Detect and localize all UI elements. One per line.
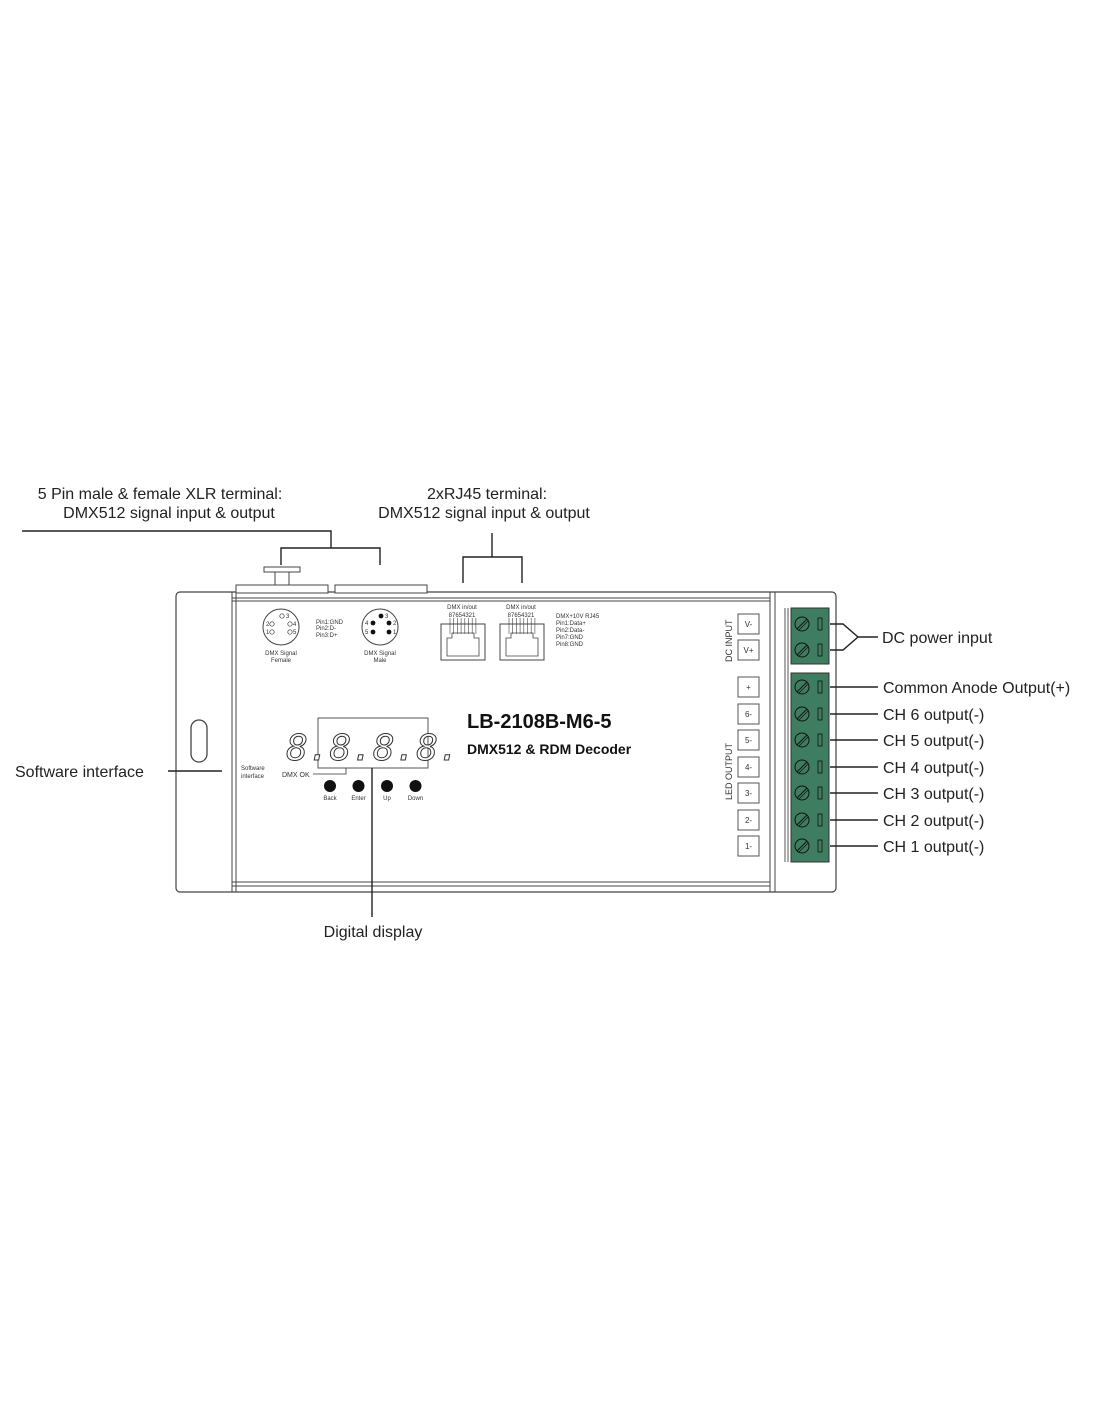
software-label-2: interface [241,774,265,780]
button-back[interactable] [324,780,336,792]
display-digits: 8.8.8.8. [286,728,459,769]
digital-display-callout: Digital display [324,924,423,941]
dmx-ok-label: DMX OK [282,772,310,779]
led-terminal-common-screw-icon[interactable] [794,679,810,695]
led-terminal-ch1-label-box [737,835,760,857]
dc-power-callout: DC power input [882,630,993,647]
dc-input-label: DC INPUT [724,619,734,662]
dmx-ok-leader [313,768,347,775]
output-callout-2: CH 5 output(-) [883,733,984,750]
led-terminal-ch4-screw-icon[interactable] [794,759,810,775]
digital-display [317,717,429,769]
output-callout-3: CH 4 output(-) [883,760,984,777]
device-housing [175,566,837,893]
svg-text:4: 4 [293,622,297,628]
dc-terminal-v-minus-label: V- [745,620,753,629]
output-callout-5: CH 2 output(-) [883,813,984,830]
software-interface-port[interactable] [190,719,208,763]
led-terminal-ch3-label-box [737,782,760,804]
rj45-callout-line1: 2xRJ45 terminal: [427,486,547,503]
led-output-label: LED OUTPUT [724,742,734,800]
xlr-callout-line1: 5 Pin male & female XLR terminal: [38,486,283,503]
xlr-pinout-1: Pin1:GND [316,620,344,626]
led-terminal-ch6-label-box [737,703,760,725]
button-down[interactable] [409,780,422,792]
rj45-pinout-5: Pin8:GND [556,642,584,648]
output-callout-6: CH 1 output(-) [883,839,984,856]
xlr-male-label-1: DMX Signal [364,651,396,657]
led-terminal-ch4-label-box [737,756,760,778]
dc-leader-line [830,623,878,651]
xlr-leader-line [22,530,381,565]
dc-terminal-v-minus-screw-icon[interactable] [794,616,810,632]
led-terminal-ch4-label: 4- [745,763,752,772]
led-terminal-ch2-screw-icon[interactable] [794,812,810,828]
software-interface-callout: Software interface [15,764,144,781]
rj45-1-pins: 87654321 [449,613,476,619]
output-callout-1: CH 6 output(-) [883,707,984,724]
rj45-pinout-1: DMX+10V RJ45 [556,614,600,620]
button-label-up: Up [383,796,391,802]
rj45-pinout-2: Pin1:Data+ [556,621,586,627]
led-terminal-ch2-label: 2- [745,816,752,825]
software-label-1: Software [241,766,265,772]
dc-terminal-v-minus-label-box [737,613,760,635]
svg-text:1: 1 [266,630,270,636]
svg-text:3: 3 [286,614,290,620]
button-label-back: Back [323,796,337,802]
led-terminal-ch3-screw-icon[interactable] [794,785,810,801]
rj45-port-2[interactable] [499,618,545,661]
led-terminal-ch6-label: 6- [745,710,752,719]
rj45-leader-line [462,533,523,583]
rj45-2-label: DMX in/out [506,605,536,611]
rj45-pinout-3: Pin2:Data- [556,628,584,634]
xlr-pinout-3: Pin3:D+ [316,633,338,639]
svg-text:5: 5 [365,630,369,636]
led-terminal-common-label: + [746,683,751,692]
button-up[interactable] [381,780,393,792]
svg-text:2: 2 [393,621,397,627]
button-label-enter: Enter [351,796,365,802]
svg-text:2: 2 [266,622,270,628]
rj45-callout-line2: DMX512 signal input & output [378,505,590,522]
dc-terminal-v-plus-label-box [737,639,760,661]
svg-text:4: 4 [365,621,369,627]
led-terminal-ch6-screw-icon[interactable] [794,706,810,722]
svg-text:5: 5 [293,630,297,636]
led-terminal-ch1-label: 1- [745,842,752,851]
svg-text:1: 1 [393,630,397,636]
xlr-male-label-2: Male [373,658,387,664]
xlr-pinout-2: Pin2:D- [316,626,336,632]
xlr-female-label-2: Female [271,658,292,664]
output-callout-4: CH 3 output(-) [883,786,984,803]
button-enter[interactable] [352,780,365,792]
svg-text:3: 3 [385,614,389,620]
led-terminal-common-label-box [737,676,760,698]
rj45-2-pins: 87654321 [508,613,535,619]
xlr-male-connector[interactable]: 3 4 2 5 1 [361,608,399,646]
rj45-port-1[interactable] [440,618,486,661]
device-subtitle: DMX512 & RDM Decoder [467,741,632,757]
rj45-pinout-4: Pin7:GND [556,635,584,641]
led-terminal-ch5-label: 5- [745,736,752,745]
model-name: LB-2108B-M6-5 [467,711,611,733]
led-terminal-ch3-label: 3- [745,789,752,798]
button-label-down: Down [408,796,423,802]
led-terminal-ch5-label-box [737,729,760,751]
dc-terminal-block [790,607,830,665]
rj45-1-label: DMX in/out [447,605,477,611]
led-terminal-ch1-screw-icon[interactable] [794,838,810,854]
dc-terminal-v-plus-label: V+ [743,646,753,655]
xlr-callout-line2: DMX512 signal input & output [63,505,275,522]
dc-terminal-v-plus-screw-icon[interactable] [794,642,810,658]
led-terminal-ch2-label-box [737,809,760,831]
output-callout-0: Common Anode Output(+) [883,680,1070,697]
xlr-female-label-1: DMX Signal [265,651,297,657]
led-terminal-ch5-screw-icon[interactable] [794,732,810,748]
xlr-female-connector[interactable]: 3 2 4 1 5 [262,608,300,646]
